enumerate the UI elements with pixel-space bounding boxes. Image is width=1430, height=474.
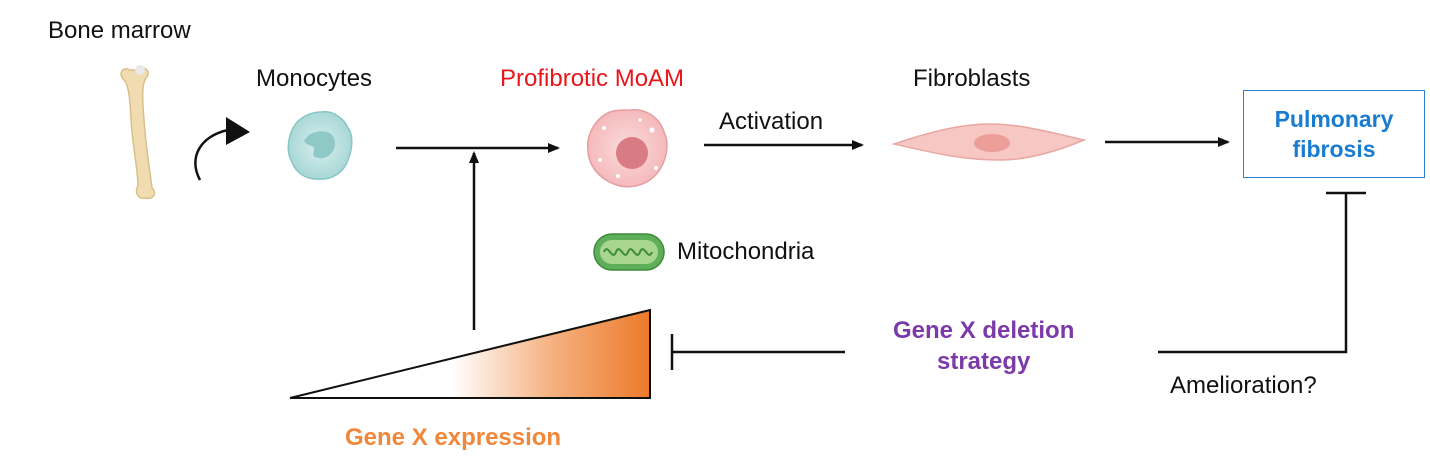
amelioration-label: Amelioration? <box>1170 372 1317 399</box>
monocytes-label: Monocytes <box>256 65 373 92</box>
bone-marrow-label: Bone marrow <box>48 17 191 44</box>
gene-expression-wedge <box>289 308 651 399</box>
gene-expression-label: Gene X expression <box>345 424 562 451</box>
pulmonary-fibrosis-box: Pulmonary fibrosis <box>1243 90 1425 178</box>
activation-label: Activation <box>719 108 824 135</box>
amelioration-inhibition-line <box>1158 193 1348 354</box>
fibroblast-cell-icon <box>891 123 1087 161</box>
fibroblasts-label: Fibroblasts <box>913 65 1031 92</box>
monocyte-cell-icon <box>287 110 353 180</box>
bone-icon <box>120 65 156 200</box>
moam-label: Profibrotic MoAM <box>500 65 685 92</box>
pulmonary-fibrosis-label: Pulmonary fibrosis <box>1274 106 1394 162</box>
macrophage-cell-icon <box>587 109 668 188</box>
gene-deletion-strategy-label: Gene X deletion strategy <box>893 317 1075 375</box>
mitochondrion-icon <box>593 233 665 271</box>
mitochondria-label: Mitochondria <box>677 238 815 265</box>
curved-arrow-icon <box>194 117 250 181</box>
